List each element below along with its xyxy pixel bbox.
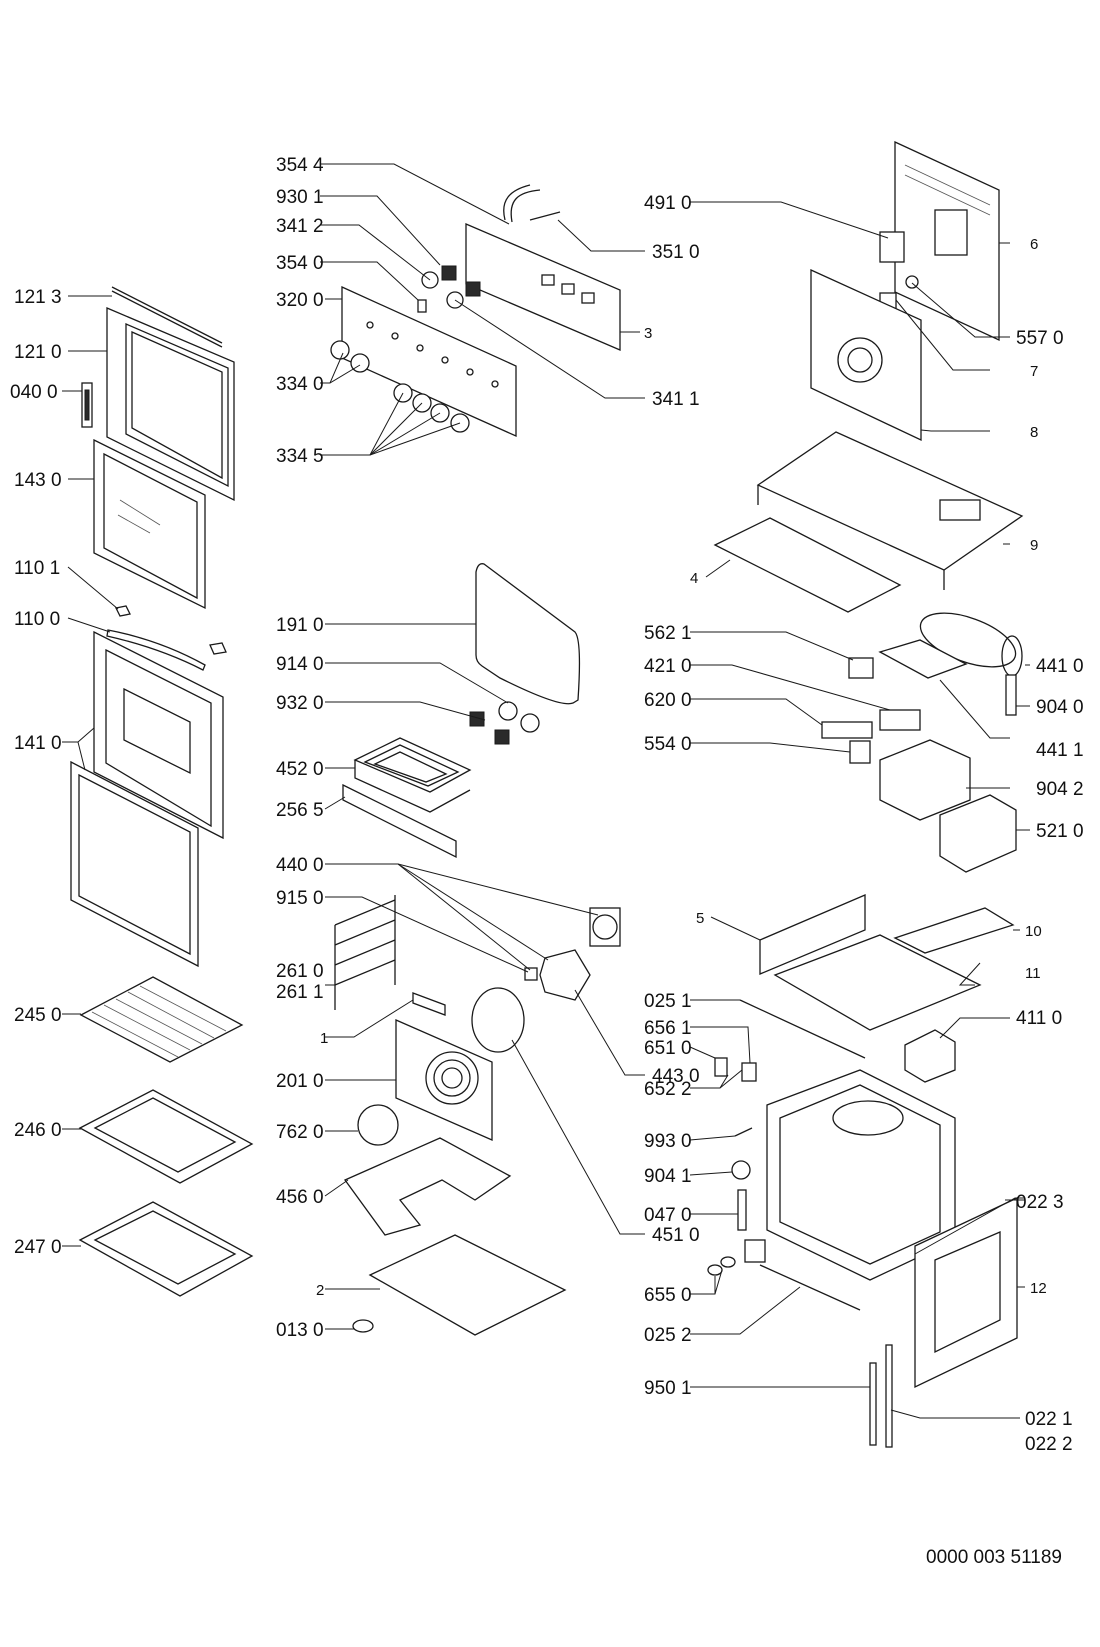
- label-2: 2: [316, 1282, 324, 1299]
- label-025-2: 025 2: [644, 1325, 692, 1346]
- label-411-0: 411 0: [1016, 1008, 1062, 1029]
- label-451-0: 451 0: [652, 1225, 700, 1246]
- label-554-0: 554 0: [644, 734, 692, 755]
- label-421-0: 421 0: [644, 656, 692, 677]
- label-655-0: 655 0: [644, 1285, 692, 1306]
- label-110-0: 110 0: [14, 609, 60, 630]
- label-121-3: 121 3: [14, 287, 62, 308]
- label-013-0: 013 0: [276, 1320, 324, 1341]
- label-521-0: 521 0: [1036, 821, 1084, 842]
- label-456-0: 456 0: [276, 1187, 324, 1208]
- label-141-0: 141 0: [14, 733, 62, 754]
- label-620-0: 620 0: [644, 690, 692, 711]
- label-441-1: 441 1: [1036, 740, 1084, 761]
- label-12: 12: [1030, 1280, 1047, 1297]
- label-354-0: 354 0: [276, 253, 324, 274]
- label-6: 6: [1030, 236, 1038, 253]
- label-914-0: 914 0: [276, 654, 324, 675]
- label-932-0: 932 0: [276, 693, 324, 714]
- label-022-1: 022 1: [1025, 1409, 1073, 1430]
- label-256-5: 256 5: [276, 800, 324, 821]
- label-904-1: 904 1: [644, 1166, 692, 1187]
- label-562-1: 562 1: [644, 623, 692, 644]
- label-10: 10: [1025, 923, 1042, 940]
- label-341-2: 341 2: [276, 216, 324, 237]
- door-assembly: [70, 286, 254, 1297]
- label-351-0: 351 0: [652, 242, 700, 263]
- label-334-5: 334 5: [276, 446, 324, 467]
- leader-lines: [62, 163, 1030, 1419]
- label-4: 4: [690, 570, 698, 587]
- label-652-2: 652 2: [644, 1079, 692, 1100]
- label-950-1: 950 1: [644, 1378, 692, 1399]
- label-341-1: 341 1: [652, 389, 700, 410]
- callout-labels: 121 3 121 0 040 0 143 0 110 1 110 0 141 …: [10, 155, 1084, 1568]
- grill-and-fan-assembly: [334, 563, 621, 1336]
- label-443-0: 443 0: [652, 1066, 700, 1087]
- rear-and-body-assembly: [707, 140, 1024, 1448]
- label-762-0: 762 0: [276, 1122, 324, 1143]
- label-191-0: 191 0: [276, 615, 324, 636]
- label-11: 11: [1025, 965, 1041, 982]
- label-440-0: 440 0: [276, 855, 324, 876]
- label-8: 8: [1030, 424, 1038, 441]
- label-3: 3: [644, 325, 652, 342]
- label-110-1: 110 1: [14, 558, 60, 579]
- label-904-0: 904 0: [1036, 697, 1084, 718]
- label-993-0: 993 0: [644, 1131, 692, 1152]
- control-panel-assembly: [330, 184, 621, 438]
- document-number: 0000 003 51189: [926, 1547, 1062, 1568]
- label-320-0: 320 0: [276, 290, 324, 311]
- label-9: 9: [1030, 537, 1038, 554]
- label-022-3: 022 3: [1016, 1192, 1064, 1213]
- label-245-0: 245 0: [14, 1005, 62, 1026]
- label-022-2: 022 2: [1025, 1434, 1073, 1455]
- label-025-1: 025 1: [644, 991, 692, 1012]
- label-143-0: 143 0: [14, 470, 62, 491]
- label-651-0: 651 0: [644, 1038, 692, 1059]
- label-047-0: 047 0: [644, 1205, 692, 1226]
- label-334-0: 334 0: [276, 374, 324, 395]
- label-557-0: 557 0: [1016, 328, 1064, 349]
- label-1: 1: [320, 1030, 328, 1047]
- label-354-4: 354 4: [276, 155, 324, 176]
- label-441-0: 441 0: [1036, 656, 1084, 677]
- label-452-0: 452 0: [276, 759, 324, 780]
- label-246-0: 246 0: [14, 1120, 62, 1141]
- label-201-0: 201 0: [276, 1071, 324, 1092]
- label-930-1: 930 1: [276, 187, 324, 208]
- label-915-0: 915 0: [276, 888, 324, 909]
- label-904-2: 904 2: [1036, 779, 1084, 800]
- label-040-0: 040 0: [10, 382, 58, 403]
- label-247-0: 247 0: [14, 1237, 62, 1258]
- label-5: 5: [696, 910, 704, 927]
- label-491-0: 491 0: [644, 193, 692, 214]
- label-261-0: 261 0: [276, 961, 324, 982]
- label-7: 7: [1030, 363, 1038, 380]
- label-121-0: 121 0: [14, 342, 62, 363]
- label-261-1: 261 1: [276, 982, 324, 1003]
- label-656-1: 656 1: [644, 1018, 692, 1039]
